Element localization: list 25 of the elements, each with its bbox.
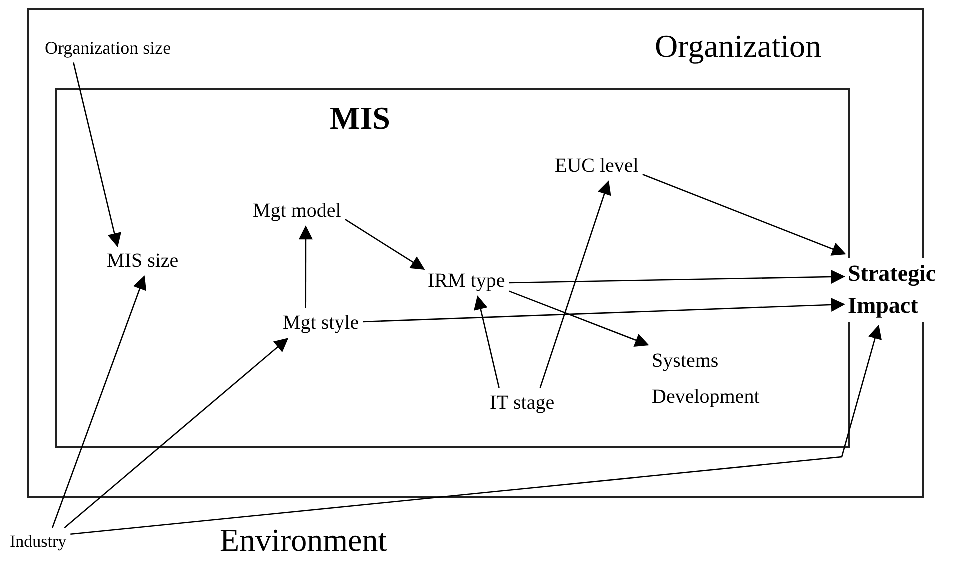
arrow [508, 290, 650, 347]
factor-label: EUC level [555, 155, 639, 178]
arrow [298, 226, 313, 308]
factor-label: Mgt style [283, 312, 360, 335]
arrow [642, 174, 846, 256]
factor-label: Systems Development [652, 343, 792, 415]
factor-label: Mgt model [253, 200, 342, 223]
arrow [64, 338, 289, 528]
arrow [509, 270, 846, 284]
factor-label: MIS size [107, 250, 179, 273]
box-heading: MIS [330, 100, 390, 137]
arrow [52, 276, 147, 528]
arrow [70, 325, 882, 536]
factor-label: Organization size [45, 38, 172, 59]
arrow [73, 62, 122, 248]
arrow [540, 180, 612, 388]
arrow [345, 219, 426, 270]
factor-label: Industry [10, 532, 67, 552]
environment-label: Environment [220, 522, 388, 559]
factor-label: IRM type [428, 270, 506, 293]
factor-label: IT stage [490, 392, 555, 415]
arrow [363, 298, 846, 323]
arrow [474, 296, 500, 388]
inner-box [55, 88, 850, 448]
box-heading: Organization [655, 28, 822, 65]
